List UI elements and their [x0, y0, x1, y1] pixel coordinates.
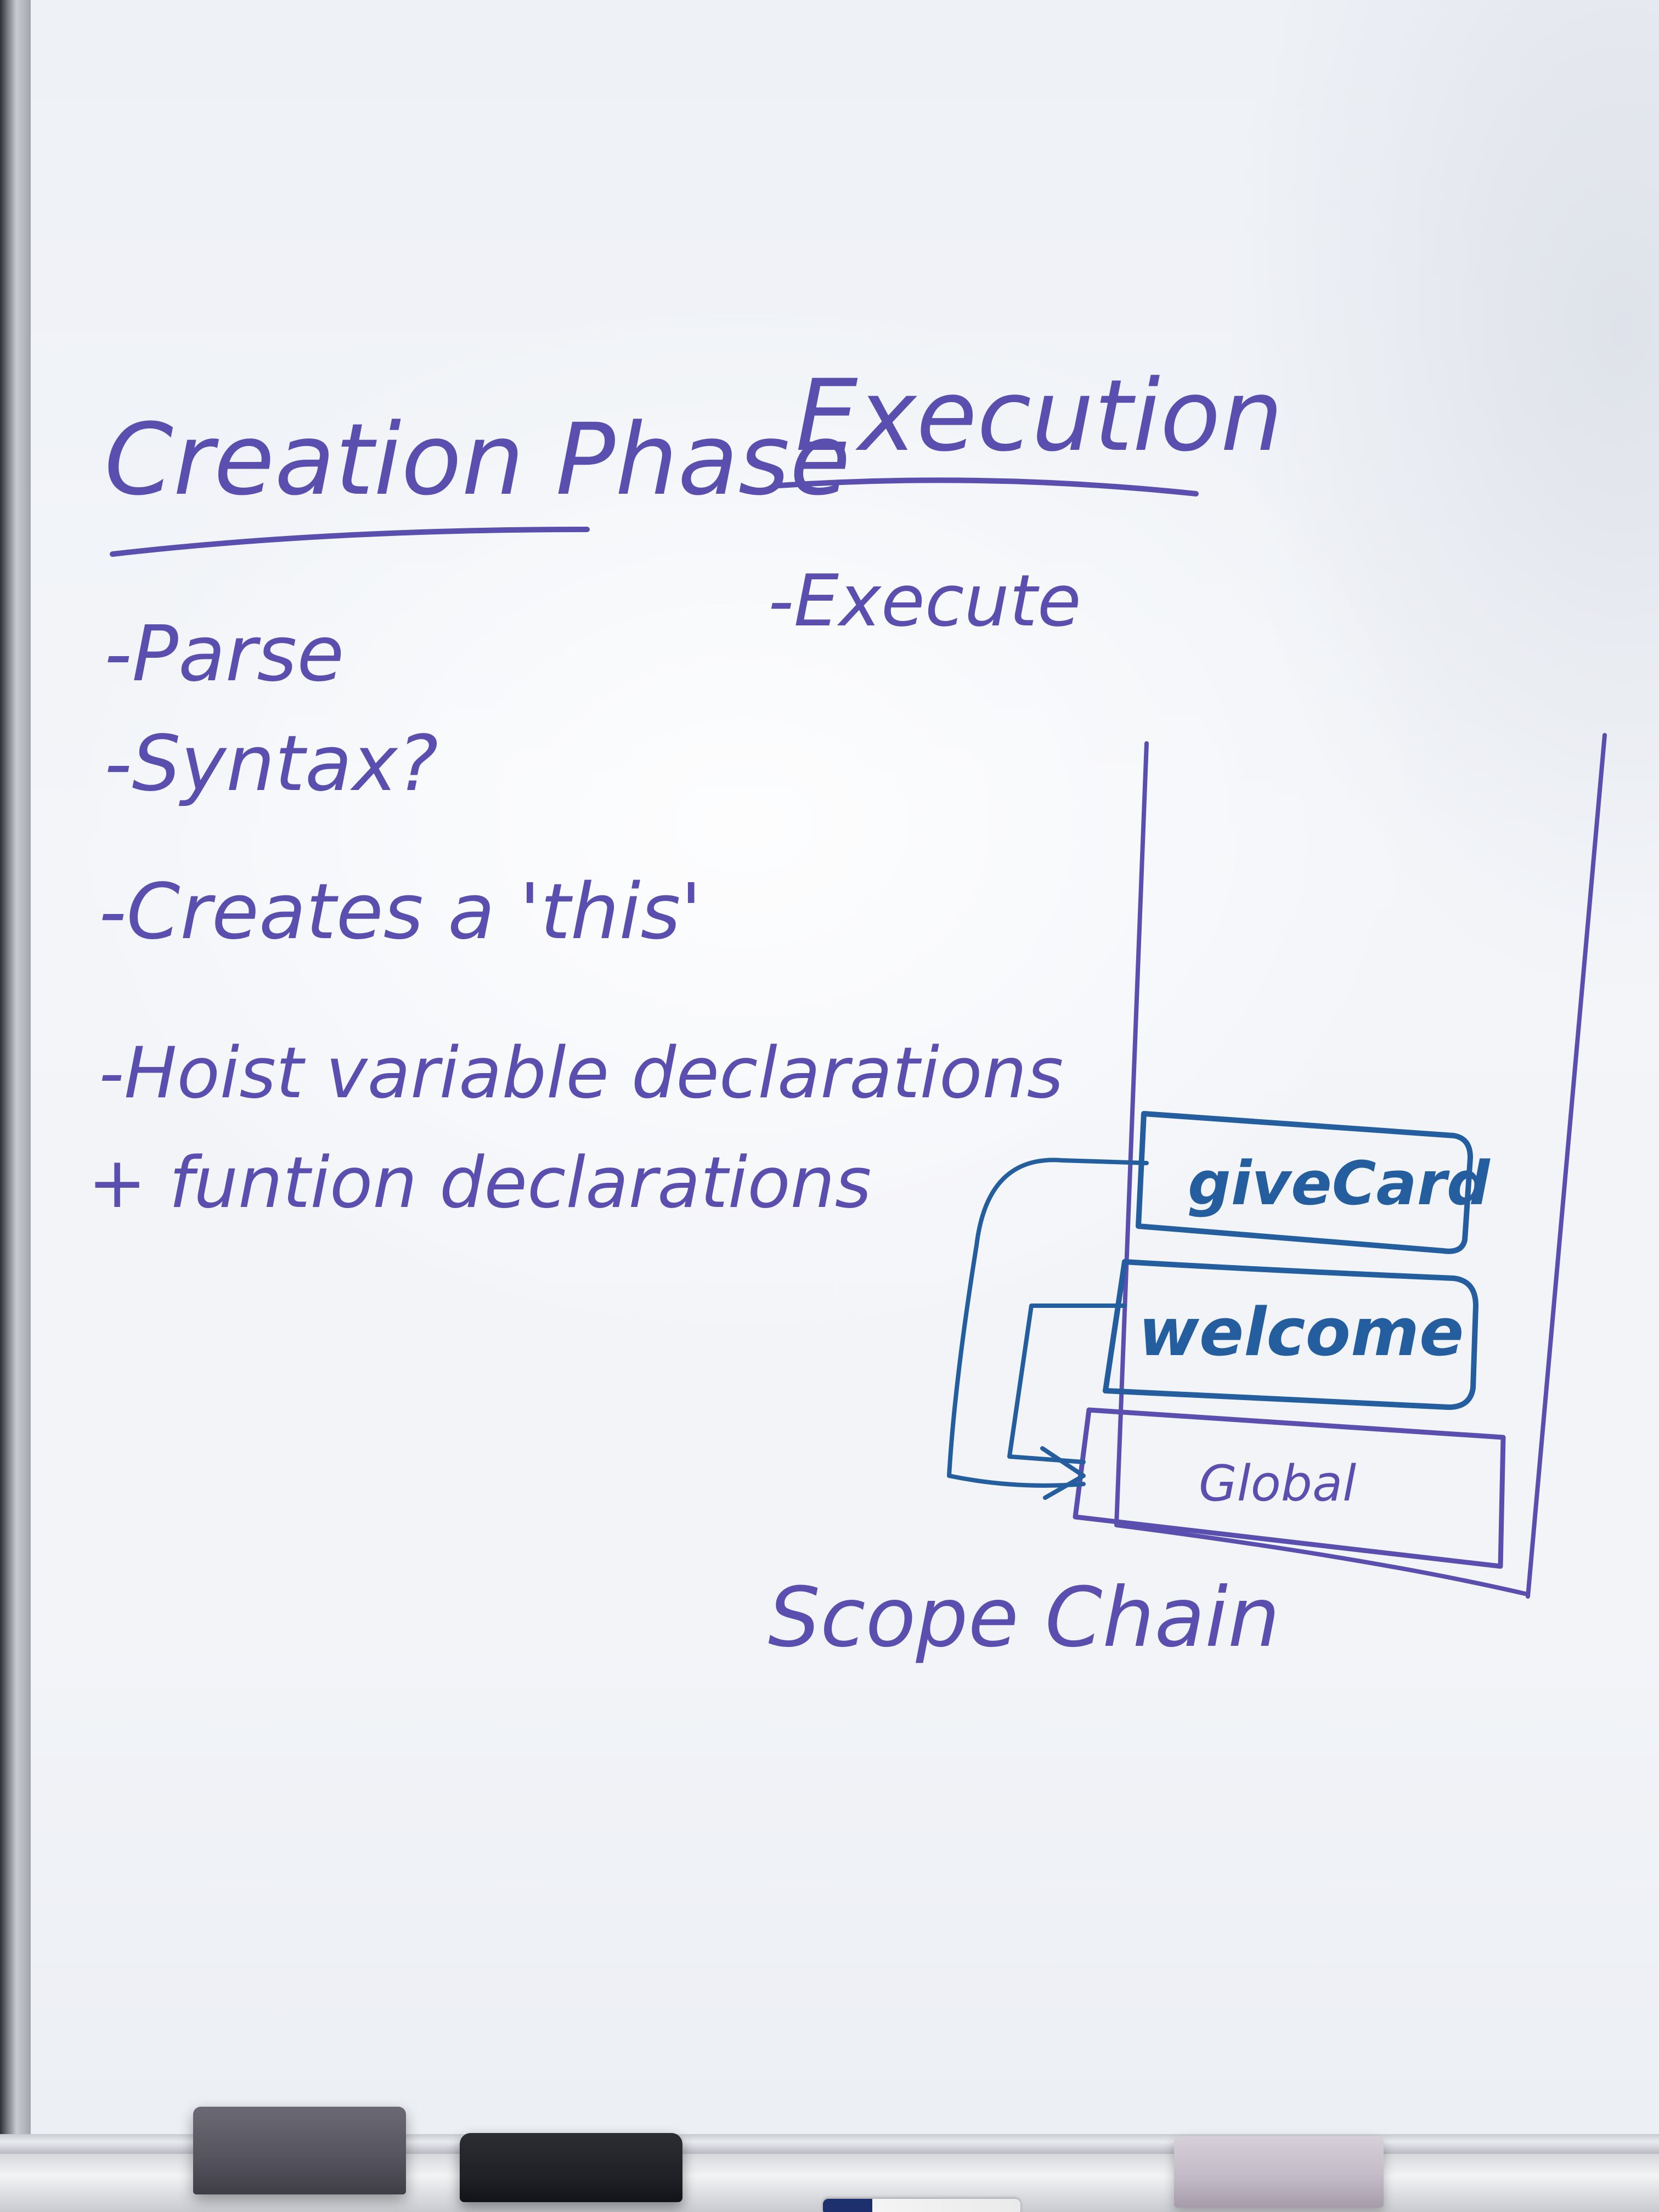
- heading-creation-phase: Creation Phase: [104, 403, 850, 517]
- creation-item-parse: -Parse: [104, 610, 344, 699]
- eraser-grey: [193, 2107, 406, 2194]
- stack-frame-givecard-label: giveCard: [1188, 1148, 1491, 1218]
- scope-chain-arrow-welcome-to-global: [1007, 1304, 1127, 1464]
- heading-execution: Execution: [795, 359, 1283, 473]
- execution-item-execute: -Execute: [768, 559, 1081, 642]
- heading-execution-underline: [776, 477, 1199, 496]
- stack-frame-welcome-label: welcome: [1138, 1295, 1464, 1371]
- stack-frame-welcome-box: [1103, 1259, 1479, 1410]
- creation-item-this: -Creates a 'this': [99, 867, 702, 957]
- marker-pen: [823, 2199, 1020, 2212]
- whiteboard-surface: [31, 0, 1659, 2137]
- scope-chain-arrow-givecard-to-global: [947, 1158, 1149, 1488]
- whiteboard-frame-left: [0, 0, 32, 2140]
- scope-chain-arrowhead: [1040, 1446, 1086, 1500]
- stack-frame-global-box: [1073, 1407, 1506, 1569]
- stack-container-left-and-bottom: [1114, 741, 1527, 1596]
- heading-creation-underline: [110, 527, 590, 557]
- creation-item-function-declarations: + funtion declarations: [88, 1142, 871, 1224]
- stack-frame-welcome-side: [1103, 1259, 1127, 1393]
- stack-frame-global-label: Global: [1199, 1455, 1356, 1513]
- scope-chain-caption: Scope Chain: [768, 1570, 1280, 1666]
- creation-item-syntax: -Syntax?: [104, 719, 438, 809]
- stack-frame-givecard-box: [1136, 1111, 1473, 1254]
- eraser-black: [460, 2133, 682, 2202]
- stack-container-right: [1526, 733, 1607, 1599]
- creation-item-hoist-variables: -Hoist variable declarations: [99, 1032, 1063, 1114]
- eraser-pink: [1174, 2136, 1384, 2208]
